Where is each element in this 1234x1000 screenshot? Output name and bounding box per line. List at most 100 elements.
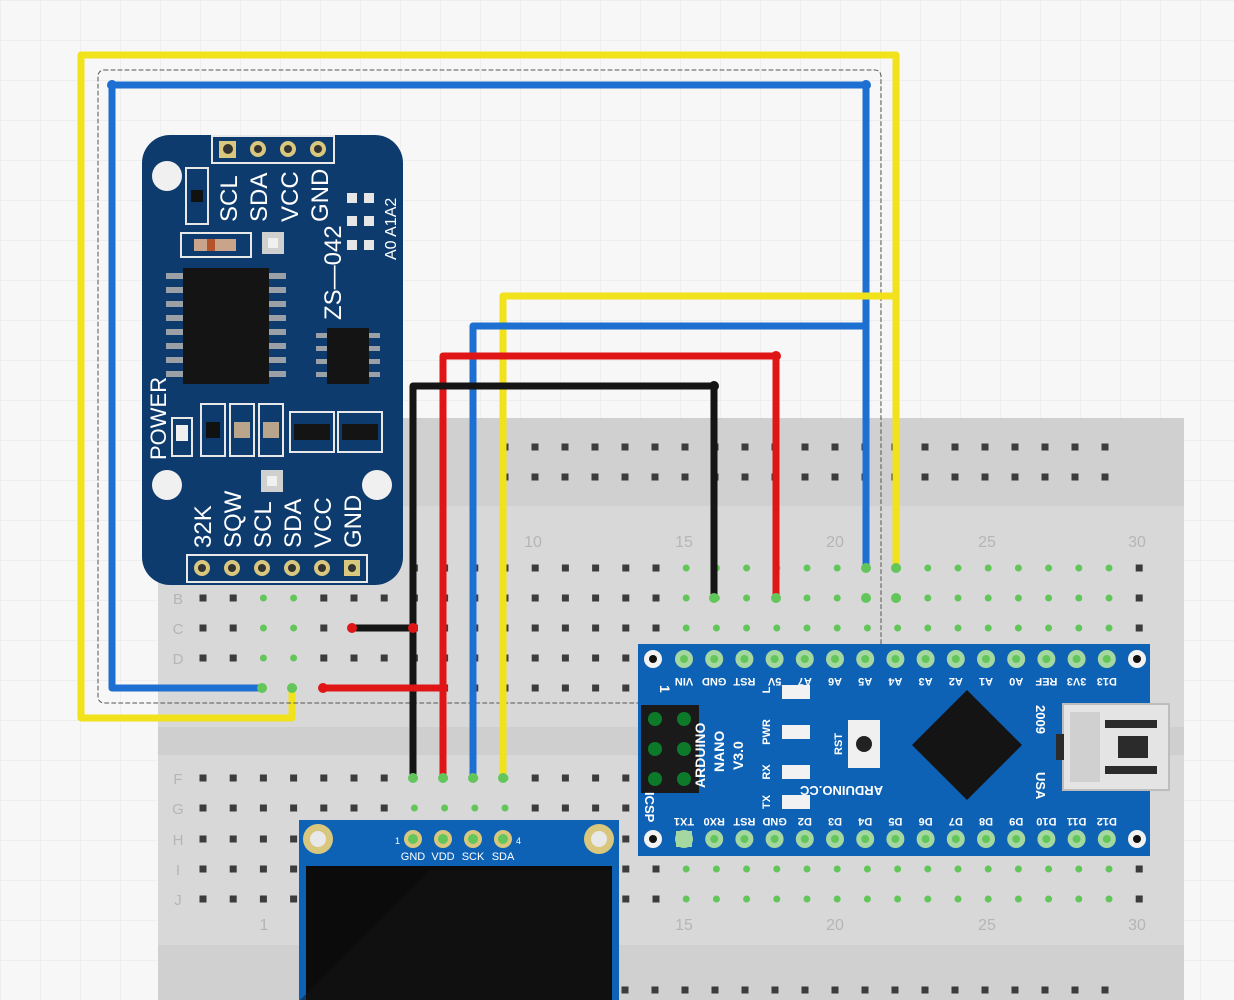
row-label: D xyxy=(173,651,184,668)
breadboard-hole xyxy=(863,895,871,903)
breadboard-hole xyxy=(592,684,600,692)
rail-hole xyxy=(801,986,809,994)
oled-pin-label-sda: SDA xyxy=(492,851,515,863)
rail-hole xyxy=(1011,473,1019,481)
breadboard-hole xyxy=(622,624,630,632)
rail-hole xyxy=(1101,986,1109,994)
breadboard-hole xyxy=(622,594,630,602)
nano-country-label: USA xyxy=(1033,772,1048,800)
row-label: C xyxy=(173,621,184,638)
breadboard-hole xyxy=(1105,624,1113,632)
breadboard-hole xyxy=(259,654,267,662)
nano-pin-label: A4 xyxy=(887,675,902,687)
nano-pin-label: 5V xyxy=(767,675,781,687)
wire-red-5v xyxy=(439,352,780,782)
rtc-pin-label-sda: SDA xyxy=(246,173,273,222)
nano-version: V3.0 xyxy=(730,741,746,770)
breadboard-hole xyxy=(380,804,388,812)
breadboard-hole xyxy=(954,865,962,873)
breadboard-hole xyxy=(773,865,781,873)
rail-hole xyxy=(1071,986,1079,994)
breadboard-hole xyxy=(924,624,932,632)
column-numbers-bottom: 1 15 20 25 30 xyxy=(260,917,1146,934)
breadboard-hole xyxy=(380,774,388,782)
wires xyxy=(77,51,900,782)
rail-hole xyxy=(1011,986,1019,994)
breadboard-hole xyxy=(682,624,690,632)
breadboard-hole xyxy=(350,654,358,662)
breadboard-hole xyxy=(924,865,932,873)
breadboard-hole xyxy=(773,624,781,632)
wire-end-marker xyxy=(438,773,448,783)
breadboard-hole xyxy=(622,835,630,843)
breadboard-hole xyxy=(833,895,841,903)
breadboard-hole xyxy=(1045,895,1053,903)
wire-end-marker xyxy=(468,773,478,783)
breadboard-hole xyxy=(1014,865,1022,873)
breadboard-hole xyxy=(320,774,328,782)
breadboard-hole xyxy=(1075,564,1083,572)
wire-end-marker xyxy=(498,773,508,783)
breadboard-hole xyxy=(199,624,207,632)
breadboard-hole xyxy=(199,865,207,873)
mount-hole-icon xyxy=(152,161,182,191)
breadboard-hole xyxy=(924,895,932,903)
rtc-pin-label-gnd-2: GND xyxy=(340,495,367,548)
breadboard-hole xyxy=(652,865,660,873)
nano-led-label-pwr: PWR xyxy=(761,719,773,745)
nano-pin-label: GND xyxy=(702,675,727,687)
atmega-chip xyxy=(912,690,1022,800)
oled-pin-label-gnd: GND xyxy=(401,851,426,863)
rail-hole xyxy=(741,986,749,994)
col-number-25: 25 xyxy=(978,534,996,551)
breadboard-hole xyxy=(1014,564,1022,572)
rtc-pin-label-scl: SCL xyxy=(216,175,243,222)
rail-hole xyxy=(591,473,599,481)
breadboard-hole xyxy=(833,865,841,873)
rail-hole xyxy=(531,473,539,481)
column-numbers-top: 10 15 20 25 30 xyxy=(524,534,1146,551)
breadboard-hole xyxy=(622,804,630,812)
mount-hole-icon xyxy=(152,470,182,500)
nano-pin-label: D6 xyxy=(919,815,933,827)
rtc-pin-label-vcc: VCC xyxy=(277,171,304,222)
nano-pin-label: D13 xyxy=(1097,675,1117,687)
rail-hole xyxy=(831,473,839,481)
breadboard-hole xyxy=(259,865,267,873)
breadboard-hole xyxy=(652,624,660,632)
rail-hole xyxy=(741,443,749,451)
breadboard-hole xyxy=(773,895,781,903)
breadboard-hole xyxy=(350,594,358,602)
breadboard-hole xyxy=(1105,865,1113,873)
rail-hole xyxy=(981,443,989,451)
breadboard-hole xyxy=(682,895,690,903)
col-number-1: 1 xyxy=(260,917,269,934)
breadboard-hole xyxy=(501,804,509,812)
rail-hole xyxy=(681,443,689,451)
breadboard-hole xyxy=(290,654,298,662)
rail-hole xyxy=(1011,443,1019,451)
rail-hole xyxy=(1041,986,1049,994)
breadboard-hole xyxy=(1014,624,1022,632)
breadboard-hole xyxy=(380,654,388,662)
rtc-pin-label-scl-2: SCL xyxy=(250,501,277,548)
breadboard-hole xyxy=(199,835,207,843)
oled-pin-label-vdd: VDD xyxy=(431,851,454,863)
breadboard-hole xyxy=(682,865,690,873)
breadboard-hole xyxy=(1135,564,1143,572)
breadboard-hole xyxy=(199,804,207,812)
rail-hole xyxy=(561,443,569,451)
rtc-pin-label-sqw: SQW xyxy=(220,490,247,548)
row-label: B xyxy=(173,591,183,608)
breadboard-hole xyxy=(320,594,328,602)
rtc-chip-ds3231 xyxy=(166,268,286,384)
rail-hole xyxy=(591,443,599,451)
rail-hole xyxy=(681,986,689,994)
breadboard-hole xyxy=(803,895,811,903)
rail-hole xyxy=(531,443,539,451)
nano-pin-label: A7 xyxy=(798,675,812,687)
nano-pin-label: GND xyxy=(762,815,787,827)
rail-hole xyxy=(951,986,959,994)
breadboard-hole xyxy=(320,624,328,632)
breadboard-hole xyxy=(682,594,690,602)
